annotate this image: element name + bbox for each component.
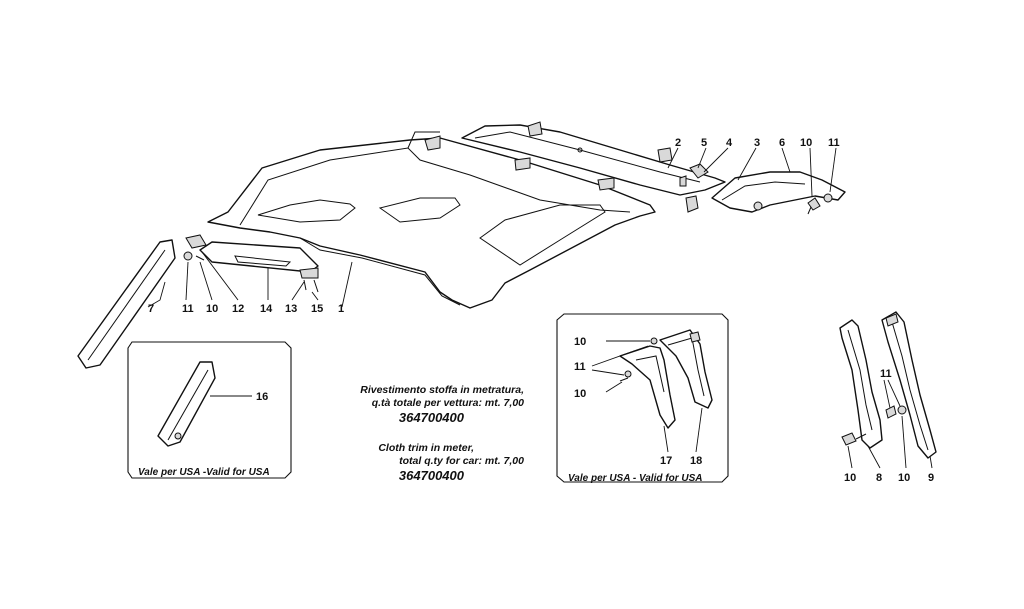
callout-3: 3	[754, 137, 760, 149]
note-english-code: 364700400	[398, 468, 464, 483]
usa-left-caption: Vale per USA -Valid for USA	[138, 467, 270, 478]
callout-11-left: 11	[182, 303, 194, 315]
callout-5: 5	[701, 137, 707, 149]
callout-11-box: 11	[574, 361, 586, 373]
callout-10-left: 10	[206, 303, 218, 315]
screw-10-left	[195, 255, 205, 261]
callout-11-top: 11	[828, 137, 840, 149]
callout-7: 7	[148, 303, 154, 315]
note-italian-line1: Rivestimento stoffa in metratura,	[360, 384, 524, 396]
callout-13: 13	[285, 303, 297, 315]
screw-washer-upper	[807, 193, 833, 215]
headliner-panel	[207, 131, 656, 309]
usa-box-left	[127, 341, 292, 479]
side-trim-piece-6	[711, 171, 846, 213]
callout-12: 12	[232, 303, 244, 315]
note-english-line2: total q.ty for car: mt. 7,00	[399, 455, 524, 467]
leader-lines	[147, 147, 933, 469]
pillar-trim-17	[619, 345, 676, 429]
callout-18: 18	[690, 455, 702, 467]
callout-16: 16	[256, 391, 268, 403]
usa-box-right	[556, 313, 729, 483]
washer-11-right-box-b	[624, 370, 632, 378]
note-italian: Rivestimento stoffa in metratura, q.tà t…	[300, 384, 524, 426]
sun-visor-assembly	[185, 234, 319, 293]
screw-10-right-box	[619, 377, 629, 382]
callout-10-right-a: 10	[844, 472, 856, 484]
callout-10-top: 10	[800, 137, 812, 149]
washer-11-right-box-a	[650, 337, 658, 345]
screws-8-9	[841, 405, 907, 446]
callout-17: 17	[660, 455, 672, 467]
callout-10-box-a: 10	[574, 336, 586, 348]
note-italian-code: 364700400	[398, 410, 464, 425]
callout-11-right: 11	[880, 368, 892, 380]
callout-9: 9	[928, 472, 934, 484]
rear-trim-panel	[461, 121, 726, 196]
callout-8: 8	[876, 472, 882, 484]
usa-right-caption: Vale per USA - Valid for USA	[568, 473, 702, 484]
callout-2: 2	[675, 137, 681, 149]
callout-1: 1	[338, 303, 344, 315]
washer-11-left	[183, 251, 193, 261]
callout-4: 4	[726, 137, 733, 149]
callout-6: 6	[779, 137, 785, 149]
note-italian-line2: q.tà totale per vettura: mt. 7,00	[371, 397, 524, 409]
pillar-trim-18	[659, 329, 713, 409]
clip-4-5	[679, 163, 709, 213]
callout-10-right-b: 10	[898, 472, 910, 484]
callout-10-box-b: 10	[574, 388, 586, 400]
trim-strip-16	[157, 361, 216, 447]
note-english: Cloth trim in meter, total q.ty for car:…	[300, 442, 524, 484]
pillar-trim-9	[881, 311, 937, 459]
note-english-line1: Cloth trim in meter,	[378, 442, 474, 454]
pillar-strip-7	[77, 239, 176, 369]
callout-15: 15	[311, 303, 323, 315]
pillar-trim-8	[839, 319, 883, 449]
callout-14: 14	[260, 303, 273, 315]
